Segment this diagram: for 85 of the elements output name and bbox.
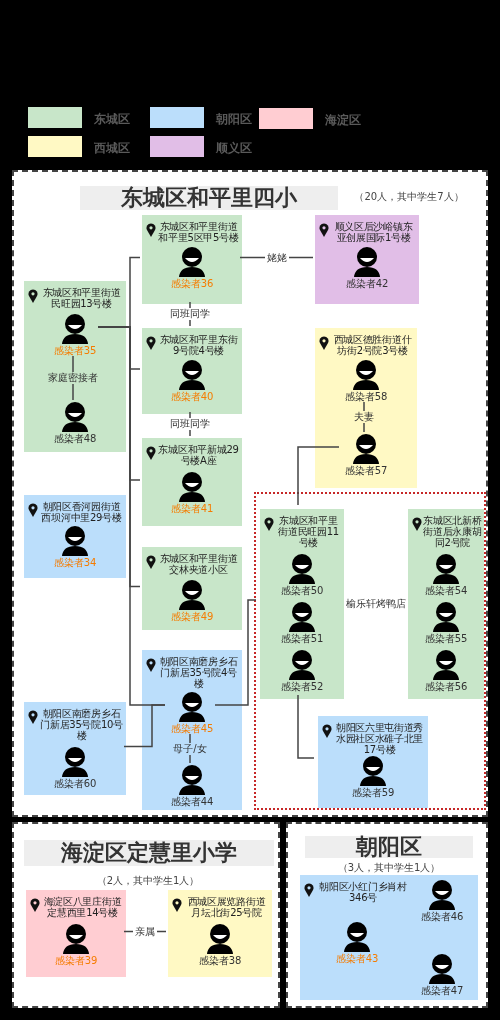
address-text: 东城区和平新城29号楼A座: [157, 444, 240, 466]
case-card: [408, 509, 484, 699]
case-label: 感染者59: [350, 787, 396, 799]
address-text: 东城区和平里街道交林夹道小区: [158, 553, 239, 575]
address-text: 海淀区八里庄街道定慧西里14号楼: [42, 896, 123, 918]
connector-line: [123, 704, 166, 748]
count-note: （20人，其中学生7人）: [353, 190, 465, 204]
connector-line: [239, 256, 314, 259]
case-label: 感染者54: [423, 585, 469, 597]
dotted-region: [254, 492, 486, 810]
case-label: 感染者39: [53, 955, 99, 967]
case-label: 感染者57: [343, 465, 389, 477]
case-label: 感染者60: [52, 778, 98, 790]
case-card: [24, 281, 126, 452]
edge-label: 家庭密接者: [46, 372, 100, 384]
case-label: 感染者42: [344, 278, 390, 290]
case-card: [300, 875, 478, 1000]
case-card: [142, 328, 242, 414]
address-text: 西城区展览路街道月坛北街25号院: [186, 896, 267, 918]
case-label: 感染者35: [52, 345, 98, 357]
address-text: 朝阳区香河园街道西坝河中里29号楼: [40, 501, 123, 523]
connector-line: [297, 446, 340, 506]
connector-line: [297, 694, 315, 759]
case-label: 感染者34: [52, 557, 98, 569]
case-label: 感染者47: [419, 985, 465, 997]
case-label: 感染者44: [169, 796, 215, 808]
connector-line: [189, 301, 191, 327]
case-label: 感染者58: [343, 391, 389, 403]
case-card: [142, 215, 242, 304]
section-panel: [12, 170, 488, 817]
case-card: [24, 495, 126, 578]
address-text: 顺义区后沙峪镇东亚创展国际1号楼: [333, 221, 414, 243]
case-card: [315, 215, 419, 304]
case-card: [24, 702, 126, 795]
connector-line: [189, 411, 191, 437]
edge-label: 夫妻: [352, 411, 376, 423]
edge-label: 同班同学: [168, 308, 212, 320]
address-text: 东城区和平里街道民旺园13号楼: [41, 287, 122, 309]
address-text: 东城区北新桥街道后永康胡同2号院: [423, 515, 482, 548]
count-note: （3人，其中学生1人）: [336, 861, 442, 875]
case-label: 感染者43: [334, 953, 380, 965]
legend-text: 顺义区: [216, 140, 252, 157]
edge-label: 同班同学: [168, 418, 212, 430]
address-text: 东城区和平里街道民旺园11号楼: [277, 515, 340, 548]
address-text: 西城区德胜街道什坊街2号院3号楼: [332, 334, 413, 356]
case-label: 感染者41: [169, 503, 215, 515]
case-label: 感染者40: [169, 391, 215, 403]
case-label: 感染者46: [419, 911, 465, 923]
address-text: 朝阳区南磨房乡石门新居35号院4号楼: [158, 656, 239, 689]
section-panel: [286, 822, 488, 1008]
case-label: 感染者36: [169, 278, 215, 290]
case-label: 感染者48: [52, 433, 98, 445]
address-text: 朝阳区小红门乡肖村346号: [318, 881, 408, 903]
place-label: 榆乐轩烤鸭店: [346, 597, 406, 611]
address-text: 朝阳区南磨房乡石门新居35号院10号楼: [39, 708, 124, 741]
case-label: 感染者45: [169, 723, 215, 735]
case-card: [26, 890, 126, 977]
count-note: （2人，其中学生1人）: [95, 874, 201, 888]
case-card: [142, 650, 242, 810]
section-title: 东城区和平里四小: [80, 186, 338, 210]
case-label: 感染者56: [423, 681, 469, 693]
case-card: [168, 890, 272, 977]
case-card: [260, 509, 344, 699]
case-card: [318, 716, 428, 808]
case-card: [315, 328, 417, 488]
case-label: 感染者38: [197, 955, 243, 967]
address-text: 东城区和平里东街9号院4号楼: [158, 334, 239, 356]
connector-line: [214, 599, 257, 706]
section-title: 海淀区定慧里小学: [24, 840, 274, 866]
address-text: 东城区和平里街道和平里5区甲5号楼: [157, 221, 240, 243]
connector-line: [123, 930, 167, 933]
case-card: [142, 438, 242, 526]
case-label: 感染者49: [169, 611, 215, 623]
case-card: [142, 547, 242, 630]
address-text: 朝阳区六里屯街道秀水园社区水碓子北里17号楼: [334, 722, 425, 755]
case-label: 感染者51: [279, 633, 325, 645]
legend-text: 东城区: [94, 111, 130, 128]
legend-text: 西城区: [94, 140, 130, 157]
case-label: 感染者55: [423, 633, 469, 645]
legend-text: 朝阳区: [216, 111, 252, 128]
section-panel: [12, 822, 280, 1008]
case-label: 感染者52: [279, 681, 325, 693]
legend-text: 海淀区: [325, 112, 361, 129]
section-title: 朝阳区: [305, 836, 473, 858]
case-label: 感染者50: [279, 585, 325, 597]
